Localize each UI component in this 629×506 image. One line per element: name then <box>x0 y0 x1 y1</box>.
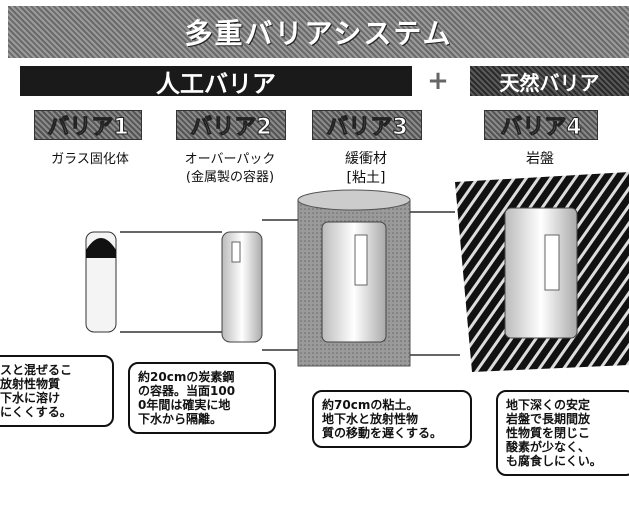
barrier-2-label: オーバーパック <box>184 152 276 167</box>
callout-barrier-1: スと混ぜるこ 放射性物質 下水に溶け にくくする。 <box>0 355 114 427</box>
barrier-4-label: 岩盤 <box>526 151 554 167</box>
callout-barrier-3: 約70cmの粘土。 地下水と放射性物 質の移動を遅くする。 <box>312 390 472 448</box>
barrier-2-badge-text: バリア2 <box>190 115 272 141</box>
callout-barrier-4: 地下深くの安定 岩盤で長期間放 性物質を閉じこ 酸素が少なく、 も腐食しにくい。 <box>496 390 629 476</box>
barrier-1-badge-text: バリア1 <box>47 115 129 141</box>
barrier-3-label: 緩衝材 <box>345 151 387 167</box>
callout-3-line-3: 質の移動を遅くする。 <box>322 426 443 440</box>
barrier-1-label: ガラス固化体 <box>51 152 129 167</box>
callout-4-line-4: 酸素が少なく、 <box>506 440 591 454</box>
title-text: 多重バリアシステム <box>184 17 453 50</box>
callout-4-line-3: 性物質を閉じこ <box>506 426 591 440</box>
canister-barrier-2 <box>221 231 263 343</box>
callout-2-line-2: の容器。当面100 <box>138 384 236 398</box>
barrier-3-sublabel: [粘土] <box>346 170 386 186</box>
callout-2-line-3: 0年間は確実に地 <box>138 398 231 412</box>
callout-4-line-1: 地下深くの安定 <box>506 398 591 412</box>
callout-1-line-2: 放射性物質 <box>0 377 61 391</box>
plus-sign: + <box>427 66 449 96</box>
barrier-4-badge-text: バリア4 <box>500 115 582 141</box>
barrier-2-badge: バリア2 <box>176 110 286 141</box>
natural-barrier-label: 天然バリア <box>499 70 600 95</box>
callout-1-line-1: スと混ぜるこ <box>0 363 73 377</box>
barrier-4-badge: バリア4 <box>484 110 598 141</box>
barrier-3-badge: バリア3 <box>312 110 422 141</box>
callout-1-line-3: 下水に溶け <box>0 391 61 405</box>
callout-2-line-4: 下水から隔離。 <box>138 412 223 426</box>
engineered-barrier-label: 人工バリア <box>156 69 276 98</box>
callout-3-line-1: 約70cmの粘土。 <box>322 398 419 412</box>
callout-4-line-5: も腐食しにくい。 <box>506 454 602 468</box>
engineered-barrier-banner: 人工バリア <box>20 66 412 98</box>
canister-barrier-1 <box>85 231 117 333</box>
callout-barrier-2: 約20cmの炭素鋼 の容器。当面100 0年間は確実に地 下水から隔離。 <box>128 362 276 434</box>
natural-barrier-banner: 天然バリア <box>470 66 629 96</box>
title-banner: 多重バリアシステム <box>8 6 629 58</box>
callout-1-line-4: にくくする。 <box>0 405 72 419</box>
barrier-illustration <box>85 172 629 372</box>
barrier-1-badge: バリア1 <box>34 110 142 141</box>
callout-3-line-2: 地下水と放射性物 <box>322 412 419 426</box>
barrier-2-sublabel: (金属製の容器) <box>185 170 275 185</box>
callout-2-line-1: 約20cmの炭素鋼 <box>138 370 235 384</box>
barrier-3-badge-text: バリア3 <box>326 115 408 141</box>
connector-lines <box>120 211 460 356</box>
callout-4-line-2: 岩盤で長期間放 <box>506 412 591 426</box>
canister-barrier-3 <box>321 221 387 343</box>
canister-barrier-4 <box>504 207 578 339</box>
